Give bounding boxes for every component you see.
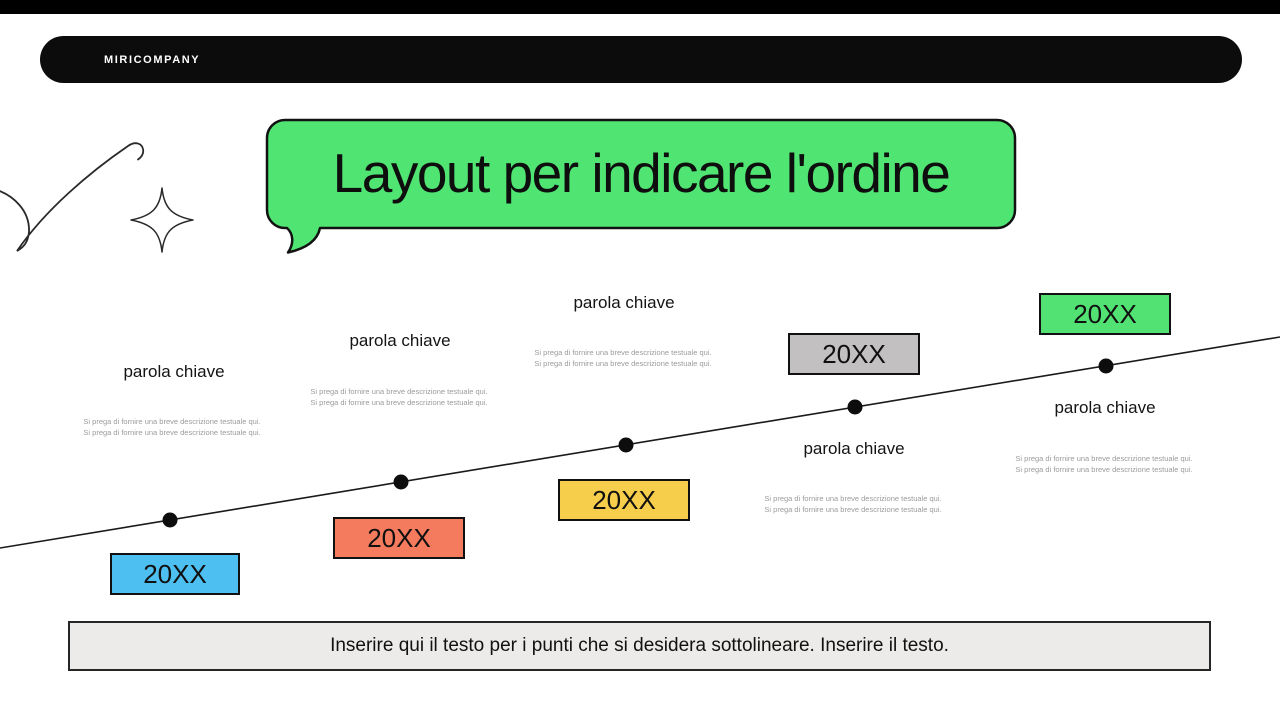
- keyword-label: parola chiave: [573, 293, 675, 312]
- year-label: 20XX: [143, 558, 207, 589]
- year-box: 20XX: [110, 553, 240, 595]
- footer-note-text: Inserire qui il testo per i punti che si…: [330, 635, 949, 656]
- decorative-doodles: [0, 142, 194, 253]
- description-line: Si prega di fornire una breve descrizion…: [83, 417, 261, 426]
- year-box: 20XX: [558, 479, 690, 521]
- description-line: Si prega di fornire una breve descrizion…: [1015, 465, 1193, 474]
- keyword-label: parola chiave: [349, 331, 451, 350]
- year-label: 20XX: [592, 484, 656, 515]
- description-line: Si prega di fornire una breve descrizion…: [534, 348, 712, 357]
- keyword-label: parola chiave: [803, 439, 905, 458]
- year-label: 20XX: [822, 338, 886, 369]
- timeline-dot: [162, 512, 178, 528]
- top-edge-strip: [0, 0, 1280, 14]
- timeline-dot: [618, 437, 634, 453]
- brand-pill: MIRICOMPANY: [40, 36, 1242, 83]
- slide-title: Layout per indicare l'ordine: [332, 142, 951, 204]
- milestone-description: Si prega di fornire una breve descrizion…: [764, 493, 941, 515]
- year-box: 20XX: [1039, 293, 1171, 335]
- description-line: Si prega di fornire una breve descrizion…: [1015, 454, 1193, 463]
- timeline-dot: [1098, 358, 1114, 374]
- description-line: Si prega di fornire una breve descrizion…: [534, 359, 712, 368]
- milestone-description: Si prega di fornire una breve descrizion…: [534, 347, 711, 369]
- keyword-label: parola chiave: [123, 362, 225, 381]
- keyword-label: parola chiave: [1054, 398, 1156, 417]
- description-line: Si prega di fornire una breve descrizion…: [310, 387, 488, 396]
- brand-label: MIRICOMPANY: [104, 53, 201, 66]
- description-line: Si prega di fornire una breve descrizion…: [764, 494, 942, 503]
- year-box: 20XX: [333, 517, 465, 559]
- description-line: Si prega di fornire una breve descrizion…: [310, 398, 488, 407]
- milestone-description: Si prega di fornire una breve descrizion…: [1015, 453, 1192, 475]
- year-label: 20XX: [367, 522, 431, 553]
- milestone-description: Si prega di fornire una breve descrizion…: [83, 416, 260, 438]
- year-label: 20XX: [1073, 298, 1137, 329]
- sparkle-icon: [130, 187, 194, 253]
- timeline-dot: [393, 474, 409, 490]
- milestone-description: Si prega di fornire una breve descrizion…: [310, 386, 487, 408]
- description-line: Si prega di fornire una breve descrizion…: [764, 505, 942, 514]
- timeline-dot: [847, 399, 863, 415]
- swoosh-icon: [0, 142, 145, 252]
- footer-note-box: Inserire qui il testo per i punti che si…: [68, 621, 1211, 671]
- year-box: 20XX: [788, 333, 920, 375]
- description-line: Si prega di fornire una breve descrizion…: [83, 428, 261, 437]
